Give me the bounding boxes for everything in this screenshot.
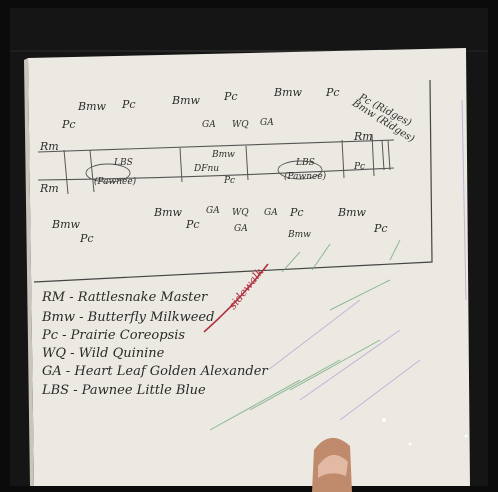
strip-label-lbs-right-note: (Pawnee): [284, 172, 327, 182]
top-label-bmw-3: Bmw: [274, 86, 302, 99]
legend-rm: RM - Rattlesnake Master: [42, 290, 208, 305]
bottom-label-ga-1: GA: [206, 206, 220, 216]
legend-ga: GA - Heart Leaf Golden Alexander: [42, 364, 268, 379]
strip-divider-4: [245, 145, 249, 181]
bottom-label-bmw-2: Bmw: [154, 206, 182, 219]
legend-pc: Pc - Prairie Coreopsis: [42, 328, 186, 343]
strip-end-1: [381, 139, 385, 171]
strip-label-rm-right: Rm: [354, 130, 373, 143]
strip-divider-1: [63, 149, 69, 195]
strip-label-lbs-left-note: (Pawnee): [94, 177, 137, 187]
top-label-ga-2: GA: [260, 118, 274, 128]
bottom-label-pc-3: Pc: [290, 206, 304, 219]
strip-divider-5: [341, 139, 345, 179]
strip-label-rm-left: Rm: [40, 140, 59, 153]
bottom-label-bmw-3: Bmw: [288, 230, 311, 240]
strip-label-lbs-left: LBS: [114, 158, 133, 168]
top-label-bmw-2: Bmw: [172, 94, 200, 107]
strip-label-pc: Pc: [224, 176, 236, 186]
top-label-bmw-1: Bmw: [78, 100, 106, 113]
strip-divider-6: [371, 133, 375, 177]
bottom-label-pc-1: Pc: [80, 232, 94, 245]
top-label-pc-1: Pc: [122, 98, 136, 111]
car-seat-background: [10, 50, 488, 52]
paper-sheet: [28, 48, 470, 486]
lbs-right-bracket: [277, 160, 323, 180]
lbs-left-bracket: [85, 163, 131, 183]
bottom-label-pc-2: Pc: [186, 218, 200, 231]
strip-label-lbs-right: LBS: [296, 158, 315, 168]
top-label-ga-1: GA: [202, 120, 216, 130]
top-label-pc-4: Pc: [62, 118, 76, 131]
strip-label-dfnu: DFnu: [194, 164, 220, 174]
legend-wq: WQ - Wild Quinine: [42, 346, 165, 361]
strip-label-rm-left-2: Rm: [40, 182, 59, 195]
strip-label-bmw: Bmw: [212, 150, 235, 160]
bottom-label-pc-4: Pc: [374, 222, 388, 235]
bottom-label-ga-2: GA: [264, 208, 278, 218]
strip-divider-2: [89, 149, 95, 193]
lens-flare: [382, 418, 468, 446]
bottom-label-ga-3: GA: [234, 224, 248, 234]
red-sidewalk-line: [203, 263, 269, 333]
strip-divider-3: [179, 147, 183, 183]
strip-top-line: [37, 139, 395, 153]
top-label-pc-3: Pc: [326, 86, 340, 99]
legend-lbs: LBS - Pawnee Little Blue: [42, 383, 206, 398]
bleed-through-purple: [267, 99, 467, 421]
top-label-pc-2: Pc: [224, 90, 238, 103]
strip-end-2: [387, 139, 391, 171]
legend-bmw: Bmw - Butterfly Milkweed: [42, 310, 215, 325]
paper-shadow: [24, 58, 34, 486]
bottom-label-bmw-1: Bmw: [52, 218, 80, 231]
bottom-label-wq: WQ: [232, 208, 249, 218]
bleed-through-green: [209, 239, 401, 431]
strip-label-pc-right: Pc: [354, 162, 366, 172]
sketch-border: [33, 79, 433, 283]
thumbnail: [318, 454, 348, 478]
top-label-wq: WQ: [232, 120, 249, 130]
bottom-label-bmw-4: Bmw: [338, 206, 366, 219]
